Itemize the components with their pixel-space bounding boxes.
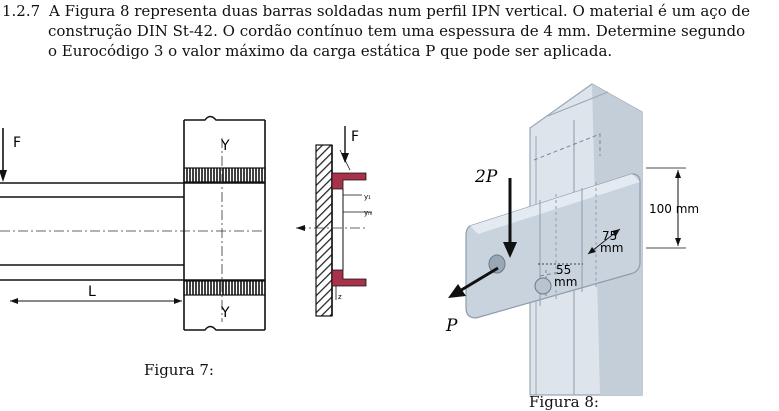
figure-8: 2P P 100 mm 75 mm 55 mm [445, 83, 699, 396]
section-view [296, 126, 372, 317]
label-load-2p: 2P [474, 167, 498, 187]
caption-figure-8: Figura 8: [529, 393, 599, 411]
dimension-75mm [587, 228, 621, 255]
load-arrow-p [448, 266, 499, 298]
label-load-p: P [445, 316, 458, 336]
dimension-L [10, 298, 182, 304]
caption-figure-7: Figura 7: [144, 361, 214, 379]
label-ym: yₘ [364, 209, 373, 217]
welded-bars [0, 182, 265, 281]
force-arrow-left [0, 128, 7, 182]
label-force-left: F [13, 135, 21, 151]
label-y1: y₁ [364, 193, 371, 201]
label-dim-55b: mm [554, 275, 577, 289]
label-dim-55a: 55 [556, 263, 571, 277]
welded-plate [465, 173, 641, 319]
problem-line-1: A Figura 8 representa duas barras soldad… [49, 2, 750, 20]
label-dim-75b: mm [600, 241, 623, 255]
dimension-100mm [646, 167, 686, 249]
problem-number: 1.2.7 [2, 2, 41, 20]
load-arrow-2p [503, 178, 517, 258]
figure-7: F Y Y L [0, 115, 373, 331]
label-dim-100: 100 mm [649, 202, 699, 216]
label-y-bottom: Y [220, 305, 230, 321]
label-dim-75a: 75 [602, 229, 617, 243]
column-profile [183, 115, 266, 331]
label-y-top: Y [220, 138, 230, 154]
problem-line-2: construção DIN St-42. O cordão contínuo … [48, 22, 746, 40]
label-force-right: F [351, 129, 359, 145]
label-length: L [88, 284, 96, 300]
label-z: z [338, 293, 342, 301]
problem-line-3: o Eurocódigo 3 o valor máximo da carga e… [48, 42, 613, 60]
